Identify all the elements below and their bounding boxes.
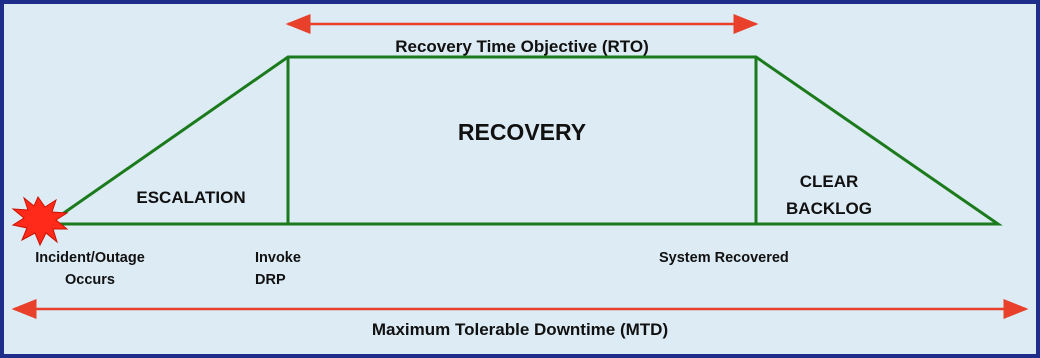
explosion-burst-icon <box>11 195 69 247</box>
incident-label-line2: Occurs <box>65 272 115 288</box>
mtd-label: Maximum Tolerable Downtime (MTD) <box>372 320 668 339</box>
rto-label: Recovery Time Objective (RTO) <box>395 37 649 56</box>
invoke-drp-label-line1: Invoke <box>255 250 301 266</box>
escalation-label: ESCALATION <box>136 188 245 207</box>
clear-backlog-label-line1: CLEAR <box>800 172 859 191</box>
incident-label-line1: Incident/Outage <box>35 250 145 266</box>
system-recovered-label: System Recovered <box>659 250 789 266</box>
invoke-drp-label-line2: DRP <box>255 272 286 288</box>
recovery-timeline-diagram: Recovery Time Objective (RTO) ESCALATION… <box>11 14 1029 339</box>
recovery-label: RECOVERY <box>458 119 586 145</box>
clear-backlog-label-line2: BACKLOG <box>786 199 872 218</box>
